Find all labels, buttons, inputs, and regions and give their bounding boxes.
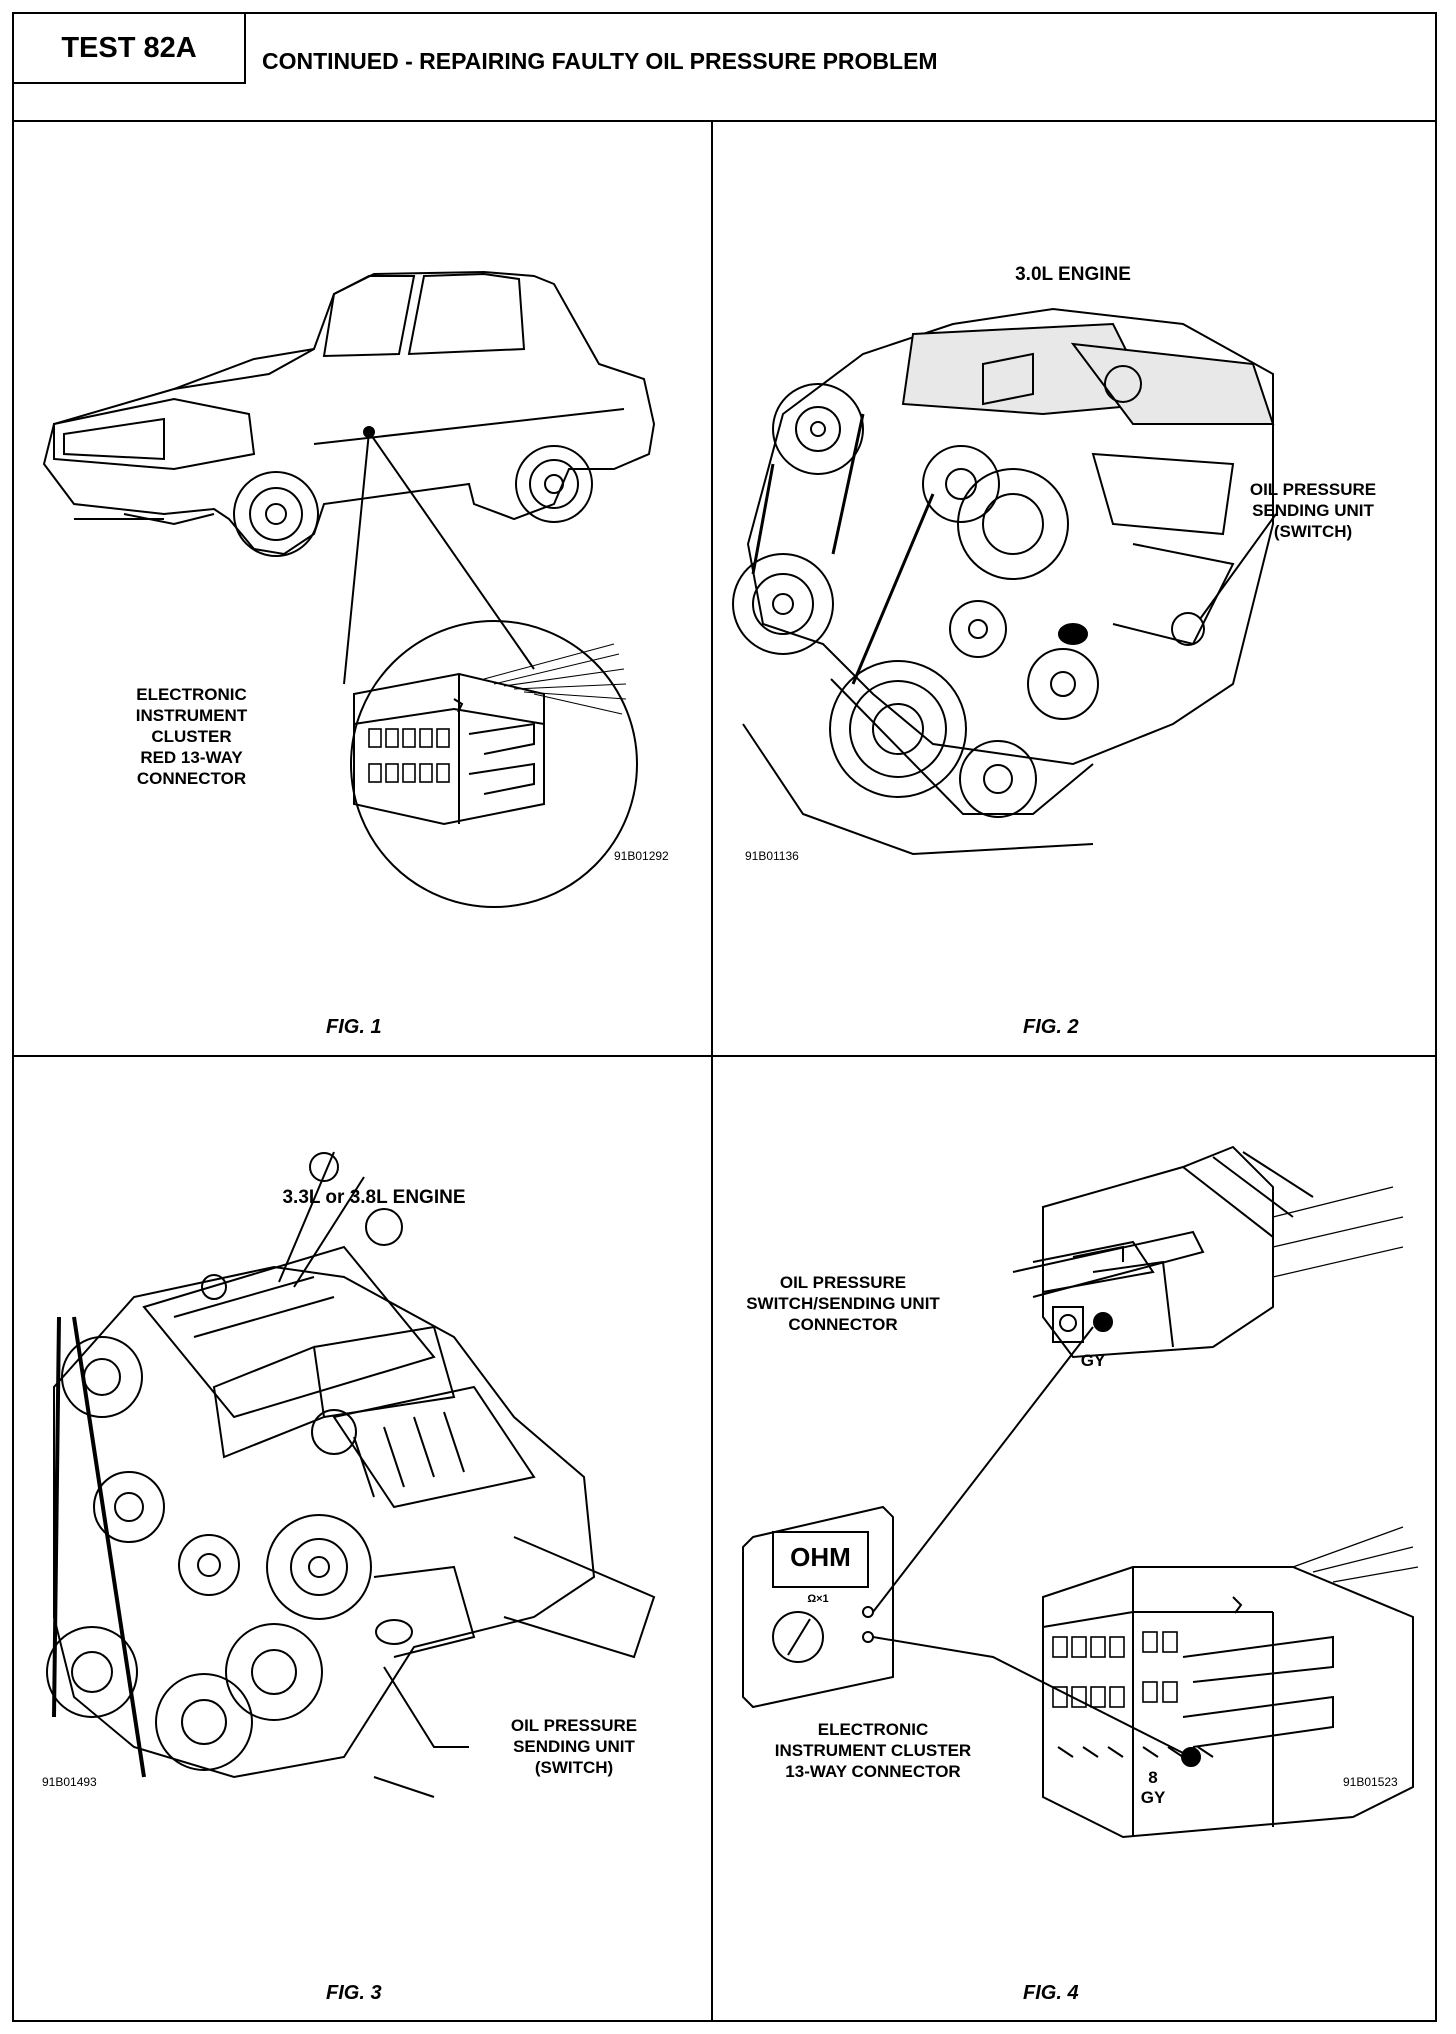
engine-3-0l-illustration — [732, 307, 1277, 856]
ohmmeter-test-illustration — [742, 1145, 1419, 1839]
top-wire-color: GY — [1080, 1351, 1106, 1370]
fig4-caption: FIG. 4 — [1023, 1982, 1079, 2004]
fig2-caption: FIG. 2 — [1023, 1016, 1079, 1038]
panel-divider-horizontal — [14, 1055, 1435, 1057]
fig3-image-code: 91B01493 — [42, 1775, 97, 1789]
fig3-callout: OIL PRESSURE SENDING UNIT (SWITCH) — [510, 1716, 638, 1777]
panel-divider-vertical — [711, 122, 713, 2020]
fig2-panel: 3.0L ENGINE OIL PRESSURE SENDING UNIT (S… — [713, 124, 1437, 1055]
car-illustration — [42, 270, 656, 908]
fig3-caption: FIG. 3 — [326, 1982, 382, 2004]
fig1-panel: ELECTRONIC INSTRUMENT CLUSTER RED 13-WAY… — [14, 124, 711, 1055]
fig3-panel: 3.3L or 3.8L ENGINE OIL PRESSURE SENDING… — [14, 1057, 711, 2020]
bottom-wire-color: GY — [1140, 1788, 1166, 1807]
fig1-caption: FIG. 1 — [326, 1016, 382, 1038]
pin-number: 8 — [1148, 1768, 1158, 1787]
header: TEST 82A CONTINUED - REPAIRING FAULTY OI… — [14, 14, 1435, 122]
test-label: TEST 82A — [61, 31, 197, 64]
meter-display: OHM — [790, 1542, 851, 1572]
page-title: CONTINUED - REPAIRING FAULTY OIL PRESSUR… — [262, 48, 938, 74]
fig4-sending-unit-label: OIL PRESSURE SWITCH/SENDING UNIT CONNECT… — [746, 1273, 940, 1334]
fig4-image-code: 91B01523 — [1343, 1775, 1398, 1789]
meter-range-label: Ω×1 — [807, 1593, 829, 1605]
engine-3-3l-3-8l-illustration — [46, 1151, 656, 1798]
test-sheet: TEST 82A CONTINUED - REPAIRING FAULTY OI… — [12, 12, 1437, 2022]
fig1-image-code: 91B01292 — [614, 849, 669, 863]
fig2-engine-title: 3.0L ENGINE — [1015, 264, 1131, 285]
fig2-image-code: 91B01136 — [745, 849, 799, 863]
fig2-callout: OIL PRESSURE SENDING UNIT (SWITCH) — [1249, 480, 1377, 541]
fig3-engine-title: 3.3L or 3.8L ENGINE — [282, 1187, 466, 1208]
fig4-panel: OIL PRESSURE SWITCH/SENDING UNIT CONNECT… — [713, 1057, 1437, 2020]
fig1-connector-label: ELECTRONIC INSTRUMENT CLUSTER RED 13-WAY… — [135, 685, 248, 788]
fig4-cluster-label: ELECTRONIC INSTRUMENT CLUSTER 13-WAY CON… — [774, 1720, 972, 1781]
test-number-box: TEST 82A — [14, 14, 246, 84]
